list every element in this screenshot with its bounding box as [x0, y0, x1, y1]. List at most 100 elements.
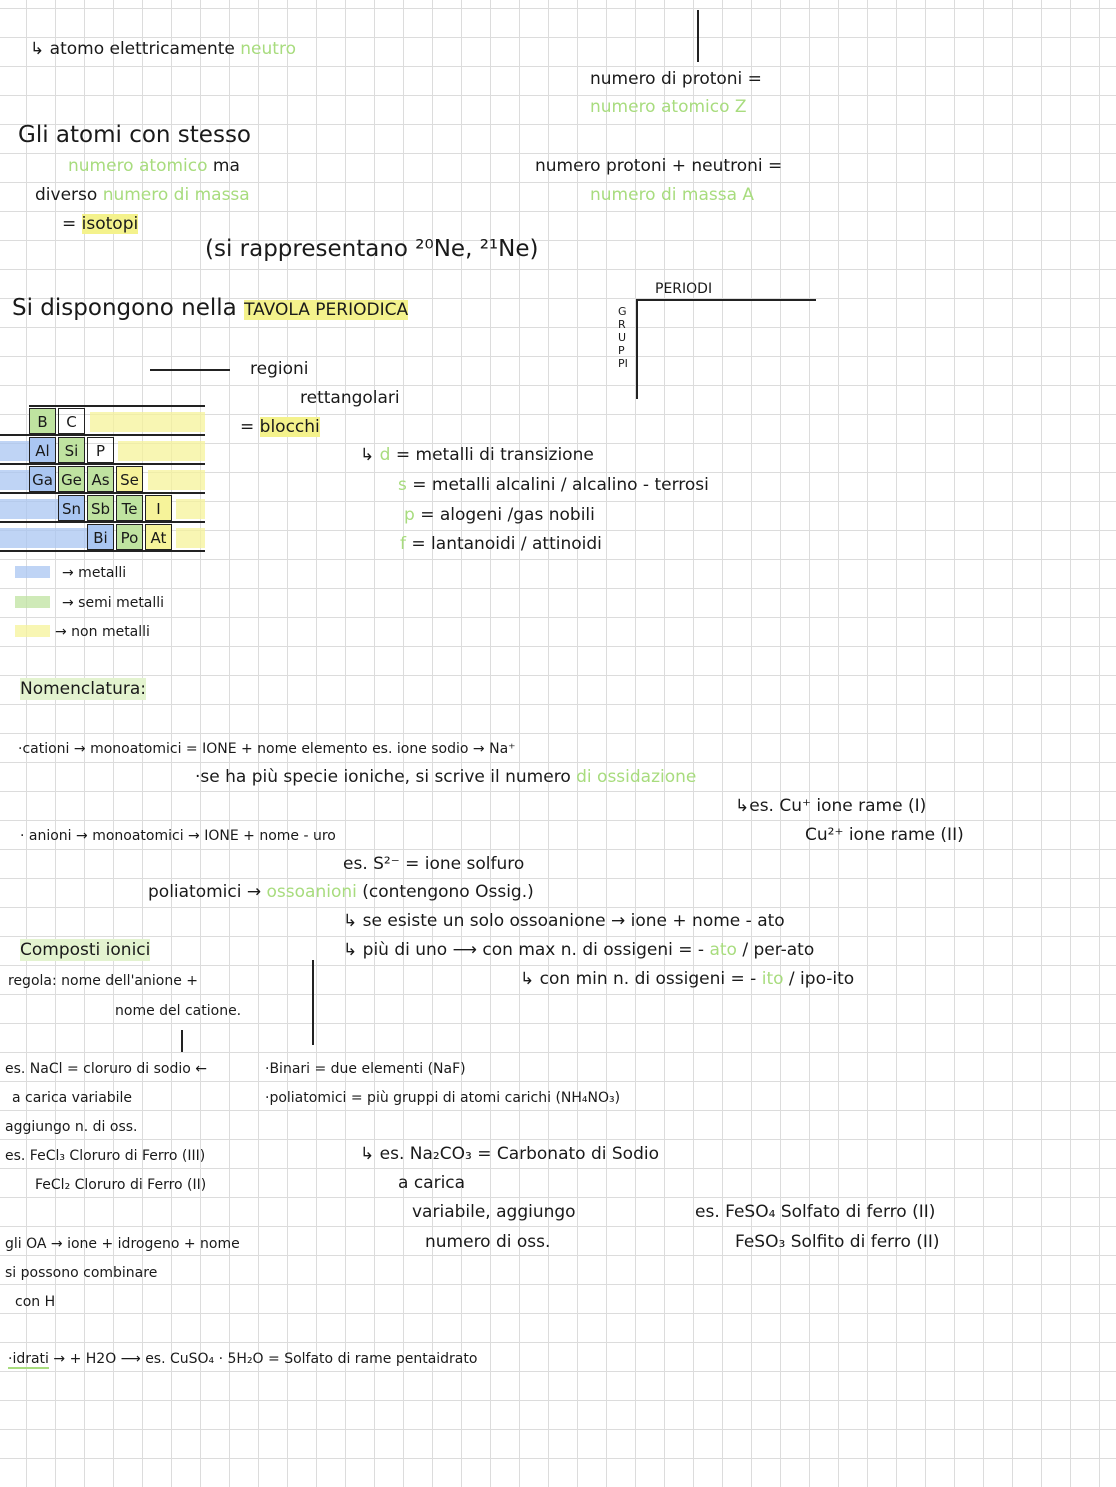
na2co3-line: ↳ es. Na₂CO₃ = Carbonato di Sodio: [360, 1144, 659, 1164]
text: ma: [207, 156, 240, 176]
ossoanione-line: ↳ se esiste un solo ossoanione → ione + …: [343, 911, 785, 931]
solfuro-line: es. S²⁻ = ione solfuro: [343, 854, 525, 874]
rettangolari-text: rettangolari: [300, 388, 400, 408]
element-cell: As: [87, 466, 114, 492]
aggiungo-oss: aggiungo n. di oss.: [5, 1119, 138, 1135]
text: → + H2O ⟶ es. CuSO₄ · 5H₂O = Solfato di …: [48, 1351, 478, 1367]
element-cell: Bi: [87, 524, 114, 550]
regioni-text: regioni: [250, 359, 309, 379]
poliatomici-line: poliatomici → ossoanioni (contengono Oss…: [148, 881, 534, 903]
periodi-label: PERIODI: [655, 281, 713, 297]
text: poliatomici →: [148, 882, 267, 902]
text: p: [404, 505, 415, 525]
regola-line2: nome del catione.: [115, 1003, 242, 1019]
right-arrow-icon: [636, 299, 816, 301]
max-ossigeni-line: ↳ più di uno ⟶ con max n. di ossigeni = …: [343, 939, 814, 961]
variabile-aggiungo: variabile, aggiungo: [412, 1202, 576, 1222]
element-cell: B: [29, 408, 56, 434]
blocchi-line: = blocchi: [240, 416, 320, 438]
text: f: [400, 534, 406, 554]
numero-massa-text: numero di massa A: [590, 185, 755, 205]
text: / ipo-ito: [783, 969, 855, 989]
text: Si dispongono nella: [12, 295, 245, 321]
text: diverso: [35, 185, 103, 205]
tavola-line: Si dispongono nella TAVOLA PERIODICA: [12, 295, 409, 321]
text: =: [240, 417, 260, 437]
text: ·idrati: [8, 1351, 49, 1369]
atomo-neutro: ↳ atomo elettricamente neutro: [30, 38, 296, 60]
left-arrow-icon: [150, 369, 230, 371]
numero-oss: numero di oss.: [425, 1232, 551, 1252]
element-cell: Sn: [58, 495, 85, 521]
cationi-line: ·cationi → monoatomici = IONE + nome ele…: [18, 741, 516, 757]
element-cell: Al: [29, 437, 56, 463]
protoni-text: numero di protoni =: [590, 69, 762, 89]
isotopi-line1: Gli atomi con stesso: [18, 122, 251, 148]
protoni-neutroni-text: numero protoni + neutroni =: [535, 156, 783, 176]
idrati-line: ·idrati → + H2O ⟶ es. CuSO₄ · 5H₂O = Sol…: [8, 1348, 477, 1370]
fecl3-line: es. FeCl₃ Cloruro di Ferro (III): [5, 1148, 206, 1164]
nomenclatura-title: Nomenclatura:: [20, 678, 146, 700]
element-cell: Ga: [29, 466, 56, 492]
poliatomici-carichi: ·poliatomici = più gruppi di atomi caric…: [265, 1090, 621, 1106]
min-ossigeni-line: ↳ con min n. di ossigeni = - ito / ipo-i…: [520, 968, 854, 990]
binari-line: ·Binari = due elementi (NaF): [265, 1061, 466, 1077]
text: ato: [709, 940, 737, 960]
down-arrow-icon: [697, 10, 699, 62]
legend-semimetalli: → semi metalli: [62, 595, 165, 611]
text: d: [379, 445, 391, 465]
text: di ossidazione: [576, 767, 697, 787]
text: = alogeni /gas nobili: [414, 505, 595, 525]
text: =: [62, 214, 82, 234]
text: (contengono Ossig.): [356, 882, 534, 902]
text: numero di massa: [102, 185, 250, 205]
legend-metalli: → metalli: [62, 565, 127, 581]
carica-variabile: a carica variabile: [12, 1090, 133, 1106]
isotopi-line3: diverso numero di massa: [35, 184, 250, 206]
legend-nonmetalli: → non metalli: [55, 624, 150, 640]
combinare-line: si possono combinare: [5, 1265, 158, 1281]
fecl2-line: FeCl₂ Cloruro di Ferro (II): [35, 1177, 207, 1193]
block-s: s = metalli alcalini / alcalino - terros…: [398, 474, 709, 496]
down-arrow-icon: [181, 1030, 183, 1052]
isotopi-line2: numero atomico ma: [68, 155, 240, 177]
legend-swatch-nonmetalli: [15, 625, 50, 637]
element-cell: Si: [58, 437, 85, 463]
text: blocchi: [259, 417, 320, 437]
composti-title: Composti ionici: [20, 939, 151, 961]
down-arrow-icon: [636, 299, 638, 399]
isotopi-example: (si rappresentano ²⁰Ne, ²¹Ne): [205, 236, 539, 262]
text: ↳ più di uno ⟶ con max n. di ossigeni = …: [343, 940, 710, 960]
element-cell: I: [145, 495, 172, 521]
text: ↳ con min n. di ossigeni = -: [520, 969, 762, 989]
text: = metalli di transizione: [390, 445, 594, 465]
block-p: p = alogeni /gas nobili: [404, 504, 595, 526]
text: isotopi: [81, 214, 139, 234]
legend-swatch-semimetalli: [15, 596, 50, 608]
text: ·se ha più specie ioniche, si scrive il …: [195, 767, 577, 787]
text: ↳ atomo elettricamente: [30, 39, 241, 59]
element-cell: Te: [116, 495, 143, 521]
numero-atomico-text: numero atomico Z: [590, 97, 747, 117]
block-d: ↳ d = metalli di transizione: [360, 445, 594, 465]
text: numero atomico: [68, 156, 208, 176]
text: neutro: [240, 39, 296, 59]
down-arrow-icon: [312, 960, 314, 1045]
element-cell: Ge: [58, 466, 85, 492]
feso4-line: es. FeSO₄ Solfato di ferro (II): [695, 1202, 936, 1222]
element-cell: At: [145, 524, 172, 550]
legend-swatch-metalli: [15, 566, 50, 578]
ossidazione-line: ·se ha più specie ioniche, si scrive il …: [195, 766, 696, 788]
element-cell: P: [87, 437, 114, 463]
text: = lantanoidi / attinoidi: [406, 534, 602, 554]
anioni-line: · anioni → monoatomici → IONE + nome - u…: [20, 828, 336, 844]
feso3-line: FeSO₃ Solfito di ferro (II): [735, 1232, 940, 1252]
rame-i: ↳es. Cu⁺ ione rame (I): [735, 796, 927, 816]
isotopi-line4: = isotopi: [62, 213, 139, 235]
text: TAVOLA PERIODICA: [244, 300, 409, 320]
gruppi-label: GRUPPI: [618, 305, 628, 370]
a-carica: a carica: [398, 1173, 466, 1193]
block-f: f = lantanoidi / attinoidi: [400, 533, 602, 555]
element-cell: Po: [116, 524, 143, 550]
text: ito: [761, 969, 784, 989]
